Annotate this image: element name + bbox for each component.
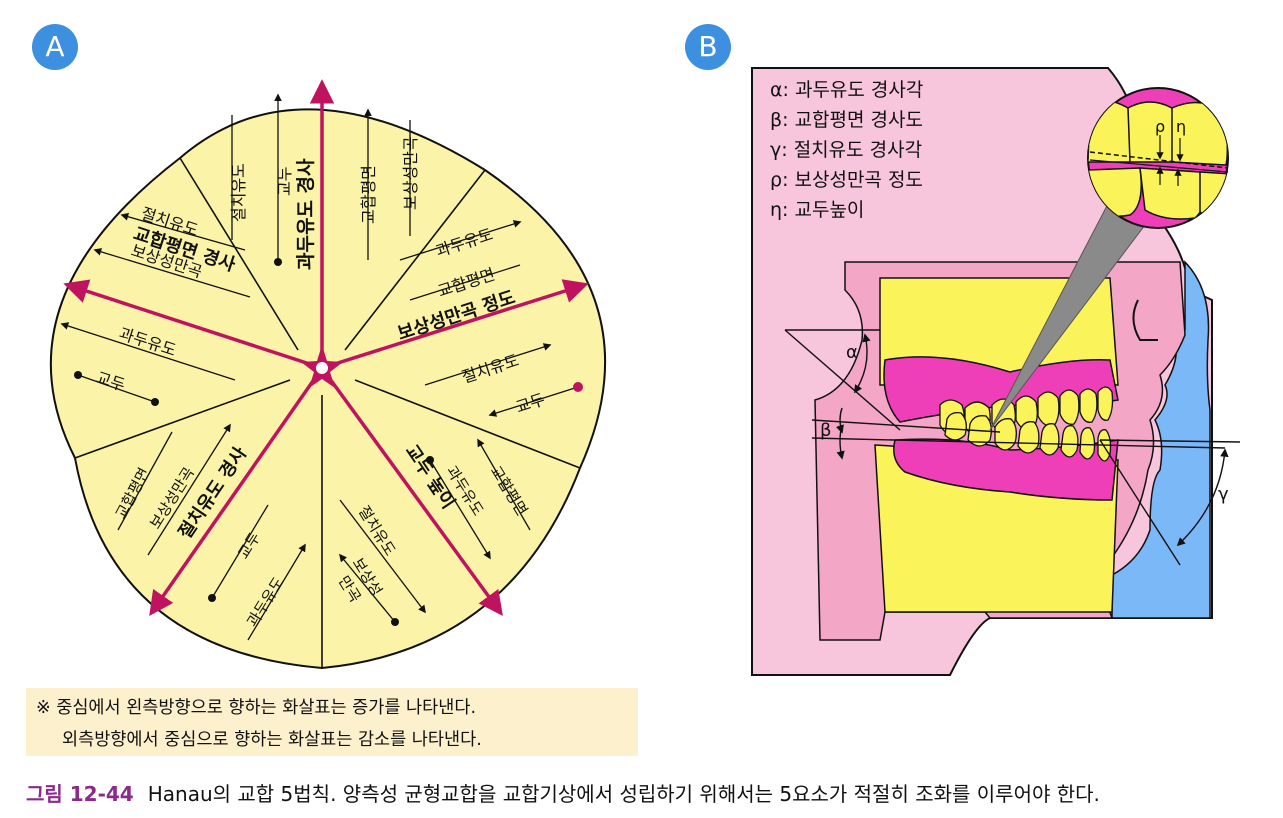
panel-b-badge: B <box>685 24 731 70</box>
petal-top-item-1: 절치유도 <box>229 163 248 222</box>
legend-rho: ρ: 보상성만곡 정도 <box>770 169 923 191</box>
panel-a-badge: A <box>32 24 78 70</box>
arrow-cusp-height <box>320 366 503 616</box>
jaw-diagram: α β γ ρ η α: 과두유도 <box>751 67 1241 676</box>
legend: α: 과두유도 경사각 β: 교합평면 경사도 γ: 절치유도 경사각 ρ: 보… <box>770 79 923 221</box>
legend-alpha: α: 과두유도 경사각 <box>770 79 923 101</box>
main-arrows <box>63 79 589 617</box>
caption-label: 그림 12-44 <box>26 782 134 806</box>
petal-top-item-4: 보상성만곡 <box>401 136 420 210</box>
caption-text: Hanau의 교합 5법칙. 양측성 균형교합을 교합기상에서 성립하기 위해서… <box>147 782 1100 806</box>
note-line-2: 외측방향에서 중심으로 향하는 화살표는 감소를 나타낸다. <box>62 730 482 750</box>
lower-gum <box>893 438 1119 501</box>
note-box: ※ 중심에서 왼측방향으로 향하는 화살표는 증가를 나타낸다. 외측방향에서 … <box>26 688 638 756</box>
star-circle-icon <box>301 345 343 388</box>
arrow-occlusal-plane <box>63 279 323 370</box>
pentagon-diagram: 과두유도 경사 절치유도 교두 교합평면 보상성만곡 교합평면 경사 절치유도 … <box>49 79 607 670</box>
nose-line <box>1132 299 1158 341</box>
rho-label: ρ <box>1155 117 1165 136</box>
figure-caption: 그림 12-44 Hanau의 교합 5법칙. 양측성 균형교합을 교합기상에서 … <box>26 778 1100 807</box>
petal-top-item-3: 교합평면 <box>359 165 378 224</box>
petal-top-item-2: 교두 <box>275 167 294 196</box>
alpha-label: α <box>846 342 858 363</box>
eta-label: η <box>1176 117 1186 136</box>
gamma-label: γ <box>1218 484 1229 505</box>
petal-outline <box>49 108 607 670</box>
angle-lines <box>784 329 1241 566</box>
arrow-incisal-guidance <box>149 366 324 617</box>
zoom-inset: ρ η <box>1087 87 1229 229</box>
legend-eta: η: 교두높이 <box>770 199 864 221</box>
beta-label: β <box>820 420 832 441</box>
legend-gamma: γ: 절치유도 경사각 <box>770 139 922 161</box>
arrow-compensating-curve <box>321 279 589 370</box>
petal-separators <box>74 157 581 668</box>
note-line-1: ※ 중심에서 왼측방향으로 향하는 화살표는 증가를 나타낸다. <box>36 698 477 718</box>
petal-top: 과두유도 경사 절치유도 교두 교합평면 보상성만곡 <box>229 93 420 270</box>
petal-top-main: 과두유도 경사 <box>295 158 317 270</box>
legend-beta: β: 교합평면 경사도 <box>770 109 923 131</box>
